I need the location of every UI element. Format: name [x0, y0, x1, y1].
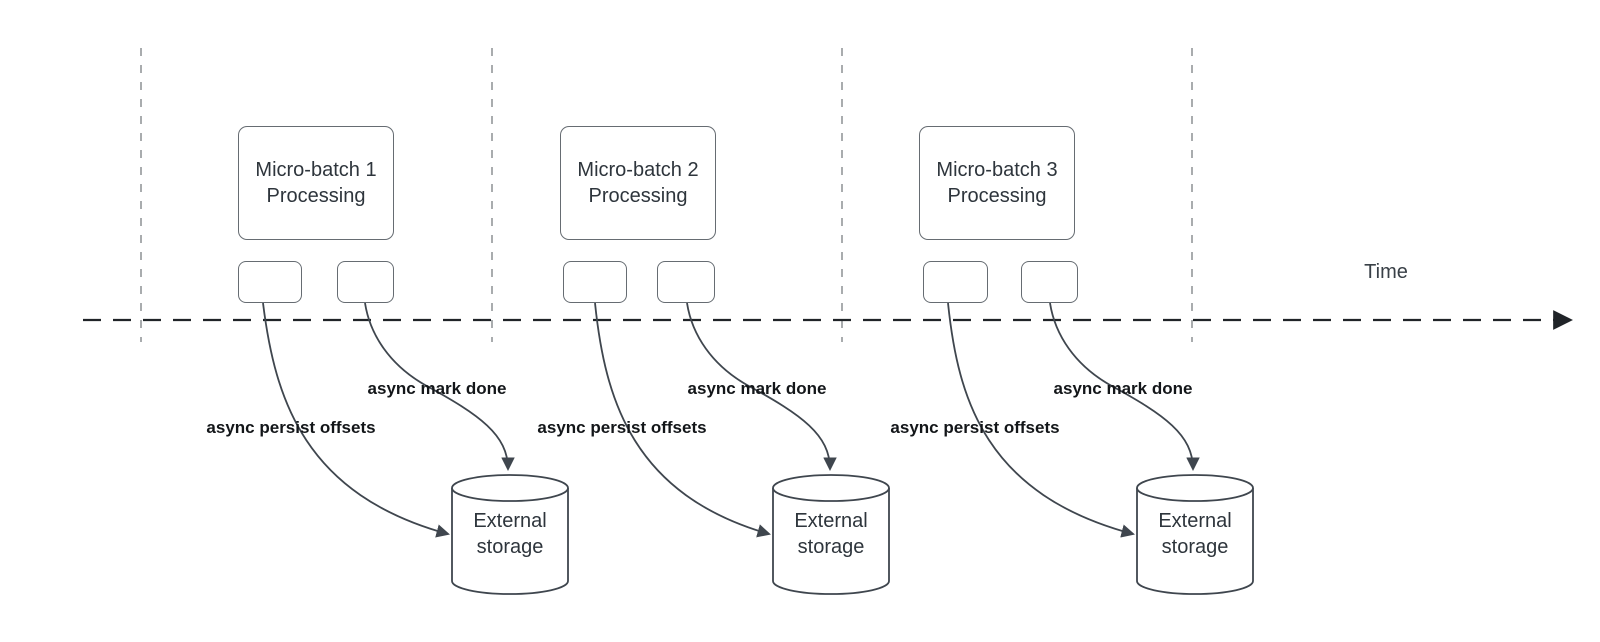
mark-done-arrow-3 [1049, 302, 1200, 472]
persist-task-box-2 [563, 261, 627, 303]
storage-label-1-line2: storage [476, 536, 544, 558]
mark-done-label-3: async mark done [1053, 379, 1193, 398]
micro-batch-2-subtitle: Processing [588, 185, 688, 207]
external-storage-cylinder-2 [772, 474, 890, 595]
storage-label-3-line1: External [1158, 510, 1232, 532]
storage-label-2: External storage [794, 508, 867, 560]
persist-offsets-arrow-1 [262, 302, 450, 538]
external-storage-cylinder-3 [1136, 474, 1254, 595]
storage-label-3: External storage [1158, 508, 1231, 560]
micro-batch-1-processing-box: Micro-batch 1 Processing [238, 126, 394, 240]
micro-batch-3-subtitle: Processing [947, 185, 1047, 207]
persist-task-box-1 [238, 261, 302, 303]
persist-offsets-arrow-2 [594, 302, 771, 538]
mark-done-arrow-1 [364, 302, 515, 472]
persist-offsets-label-3: async persist offsets [890, 418, 1060, 437]
persist-offsets-label-1: async persist offsets [206, 418, 376, 437]
time-label: Time [1364, 261, 1408, 283]
external-storage-cylinder-1 [451, 474, 569, 595]
storage-label-2-line2: storage [797, 536, 865, 558]
persist-offsets-arrow-3 [947, 302, 1135, 538]
storage-label-3-line2: storage [1161, 536, 1229, 558]
micro-batch-3-title: Micro-batch 3 [936, 159, 1058, 181]
micro-batch-2-processing-box: Micro-batch 2 Processing [560, 126, 716, 240]
mark-done-label-2: async mark done [687, 379, 827, 398]
done-task-box-2 [657, 261, 715, 303]
micro-batch-1-subtitle: Processing [266, 185, 366, 207]
mark-done-label-1: async mark done [367, 379, 507, 398]
storage-label-1-line1: External [473, 510, 547, 532]
storage-label-2-line1: External [794, 510, 868, 532]
done-task-box-1 [337, 261, 394, 303]
persist-offsets-label-2: async persist offsets [537, 418, 707, 437]
storage-label-1: External storage [473, 508, 546, 560]
persist-task-box-3 [923, 261, 988, 303]
micro-batch-3-processing-box: Micro-batch 3 Processing [919, 126, 1075, 240]
done-task-box-3 [1021, 261, 1078, 303]
mark-done-arrow-2 [686, 302, 837, 472]
micro-batch-2-title: Micro-batch 2 [577, 159, 699, 181]
micro-batch-1-title: Micro-batch 1 [255, 159, 377, 181]
